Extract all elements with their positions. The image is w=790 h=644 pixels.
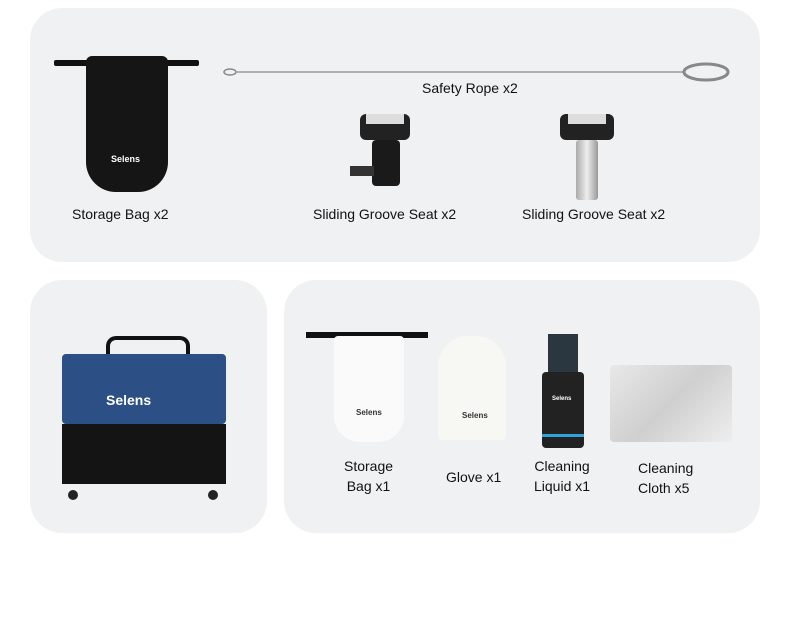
- storage-bag-black-label: Storage Bag x2: [72, 206, 169, 222]
- cleaning-cloth-label: Cleaning Cloth x5: [638, 460, 694, 496]
- safety-rope-image: [223, 62, 730, 82]
- groove-seat-2-image: [556, 114, 626, 204]
- groove-seat-1-label: Sliding Groove Seat x2: [313, 206, 457, 222]
- rolling-case-image: Selens: [62, 336, 226, 500]
- white-storage-bag-image: Selens: [306, 328, 428, 444]
- groove-seat-1-image: [350, 114, 420, 190]
- top-panel: Selens Storage Bag x2 Safety Rope x2 Sli…: [30, 8, 760, 262]
- liquid-logo: Selens: [552, 396, 572, 402]
- glove-label: Glove x1: [446, 469, 502, 485]
- glove-image: Selens: [438, 336, 506, 440]
- black-storage-bag-image: Selens: [54, 56, 199, 196]
- cleaning-liquid-label: Cleaning Liquid x1: [534, 458, 591, 494]
- groove-seat-2-label: Sliding Groove Seat x2: [522, 206, 666, 222]
- bag-logo: Selens: [356, 408, 382, 417]
- safety-rope-label: Safety Rope x2: [422, 80, 518, 96]
- cleaning-cloth-image: [610, 365, 732, 442]
- cleaning-liquid-image: Selens: [542, 334, 584, 450]
- case-logo: Selens: [106, 392, 152, 408]
- bag-logo: Selens: [111, 154, 141, 164]
- case-panel: Selens: [30, 280, 267, 533]
- glove-logo: Selens: [462, 411, 488, 420]
- accessories-panel: Selens Selens Selens Storage Bag x1 Glov…: [284, 280, 760, 533]
- storage-bag-white-label: Storage Bag x1: [344, 458, 394, 494]
